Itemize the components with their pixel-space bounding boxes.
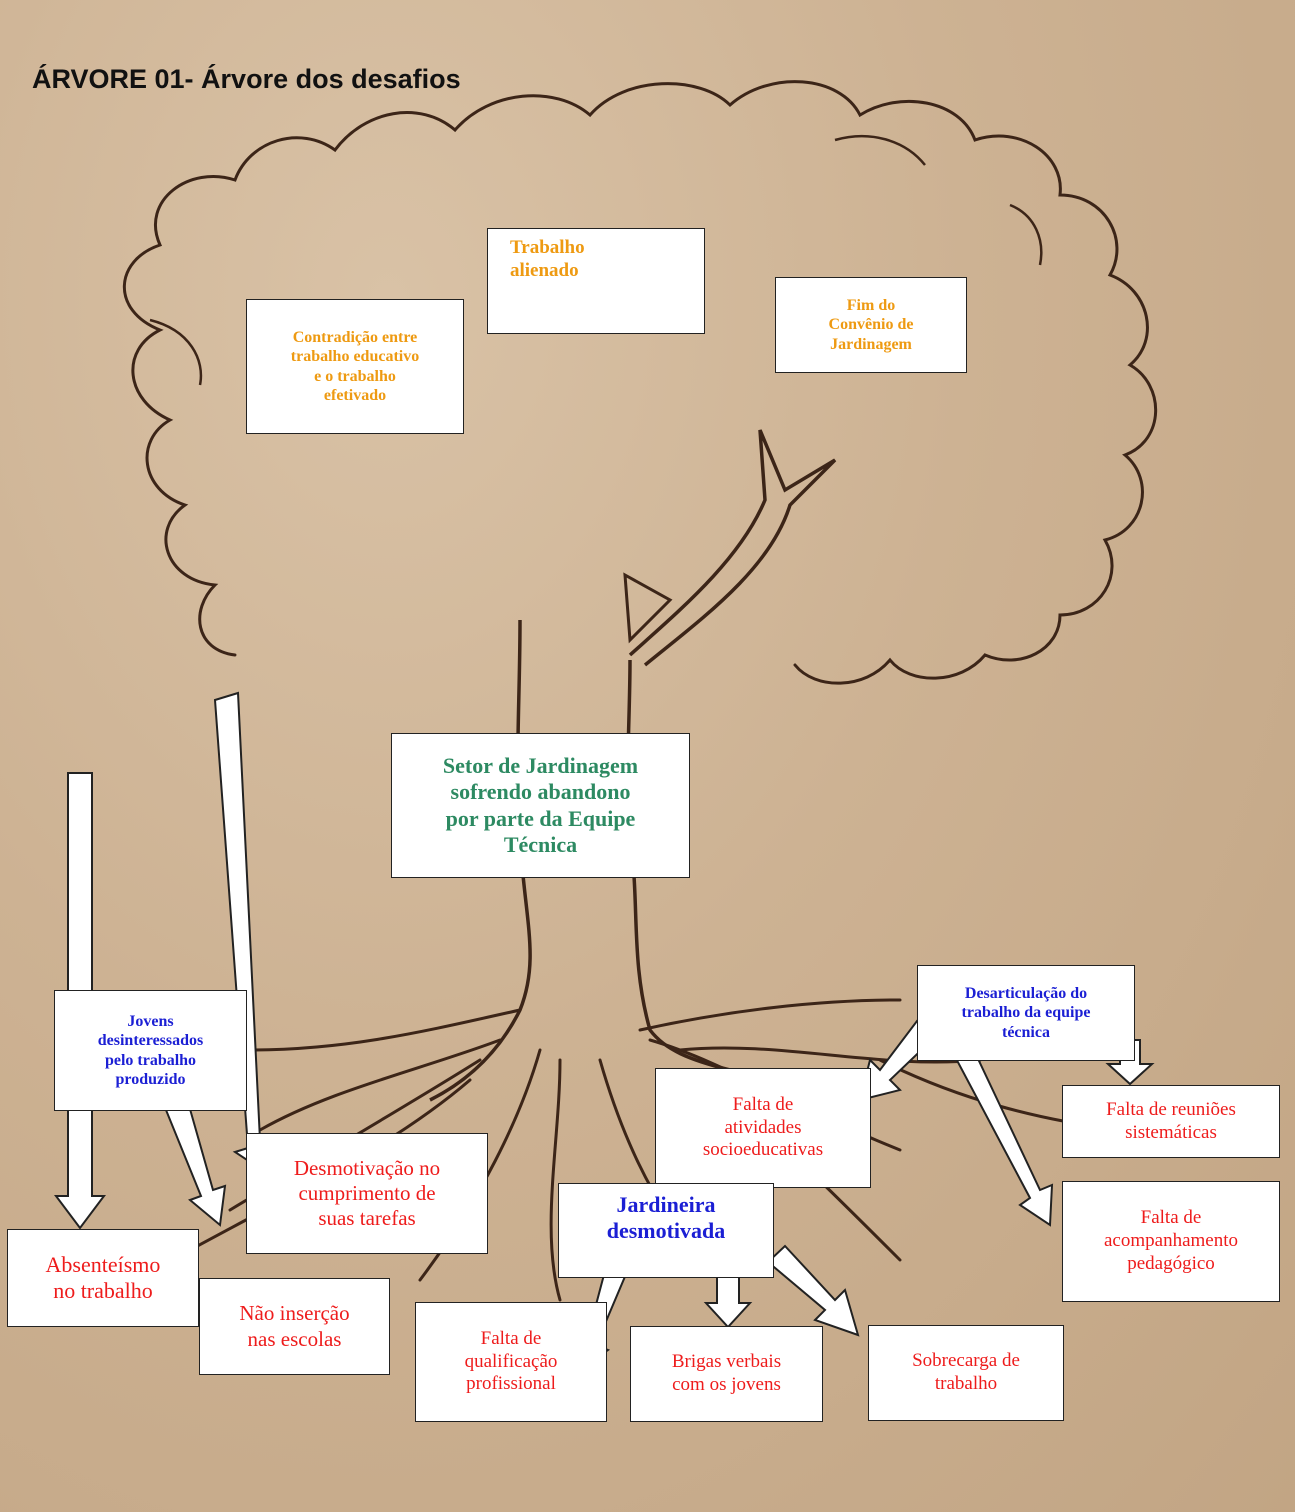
page-title: ÁRVORE 01- Árvore dos desafios	[32, 64, 461, 94]
arrow-jovens-nao-insercao	[164, 1100, 227, 1227]
label-contradicao: Contradição entre trabalho educativo e o…	[290, 329, 420, 404]
box-trabalho-alienado: Trabalho alienado	[487, 228, 705, 334]
box-jovens: Jovens desinteressados pelo trabalho pro…	[54, 990, 247, 1111]
box-nao-insercao: Não inserção nas escolas	[199, 1278, 390, 1375]
box-falta-reunioes: Falta de reuniões sistemáticas	[1062, 1085, 1280, 1158]
box-falta-atividades: Falta de atividades socioeducativas	[655, 1068, 871, 1188]
box-falta-acompanhamento: Falta de acompanhamento pedagógico	[1062, 1181, 1280, 1302]
label-desmotivacao: Desmotivação no cumprimento de suas tare…	[293, 1155, 441, 1231]
arrow-jardineira-sobrecarga	[766, 1244, 860, 1337]
box-sobrecarga: Sobrecarga de trabalho	[868, 1325, 1064, 1421]
tree-trunk-left	[429, 619, 532, 1102]
label-falta-qualificacao: Falta de qualificação profissional	[464, 1327, 558, 1395]
label-trabalho-alienado: Trabalho alienado	[510, 237, 585, 281]
label-brigas: Brigas verbais com os jovens	[671, 1351, 782, 1395]
tree-crown-outline	[122, 80, 1158, 685]
label-falta-acompanhamento: Falta de acompanhamento pedagógico	[1103, 1207, 1238, 1274]
box-brigas: Brigas verbais com os jovens	[630, 1326, 823, 1422]
label-jovens: Jovens desinteressados pelo trabalho pro…	[97, 1013, 204, 1088]
box-contradicao: Contradição entre trabalho educativo e o…	[246, 299, 464, 434]
box-problema-central: Setor de Jardinagem sofrendo abandono po…	[391, 733, 690, 878]
label-falta-reunioes: Falta de reuniões sistemáticas	[1106, 1098, 1236, 1143]
tree-branch	[628, 429, 837, 667]
box-absenteismo: Absenteísmo no trabalho	[7, 1229, 199, 1327]
box-desmotivacao: Desmotivação no cumprimento de suas tare…	[246, 1133, 488, 1254]
label-sobrecarga: Sobrecarga de trabalho	[912, 1350, 1020, 1394]
label-problema-central: Setor de Jardinagem sofrendo abandono po…	[442, 752, 639, 857]
arrow-desarticulacao-reunioes	[1105, 1039, 1155, 1086]
box-desarticulacao: Desarticulação do trabalho da equipe téc…	[917, 965, 1135, 1061]
label-jardineira: Jardineira desmotivada	[606, 1192, 726, 1244]
box-fim-convenio: Fim do Convênio de Jardinagem	[775, 277, 967, 373]
box-falta-qualificacao: Falta de qualificação profissional	[415, 1302, 607, 1422]
label-absenteismo: Absenteísmo no trabalho	[45, 1251, 161, 1303]
label-fim-convenio: Fim do Convênio de Jardinagem	[828, 297, 914, 353]
label-desarticulacao: Desarticulação do trabalho da equipe téc…	[961, 985, 1091, 1041]
box-jardineira: Jardineira desmotivada	[558, 1183, 774, 1278]
label-nao-insercao: Não inserção nas escolas	[239, 1301, 350, 1351]
label-falta-atividades: Falta de atividades socioeducativas	[702, 1093, 824, 1161]
